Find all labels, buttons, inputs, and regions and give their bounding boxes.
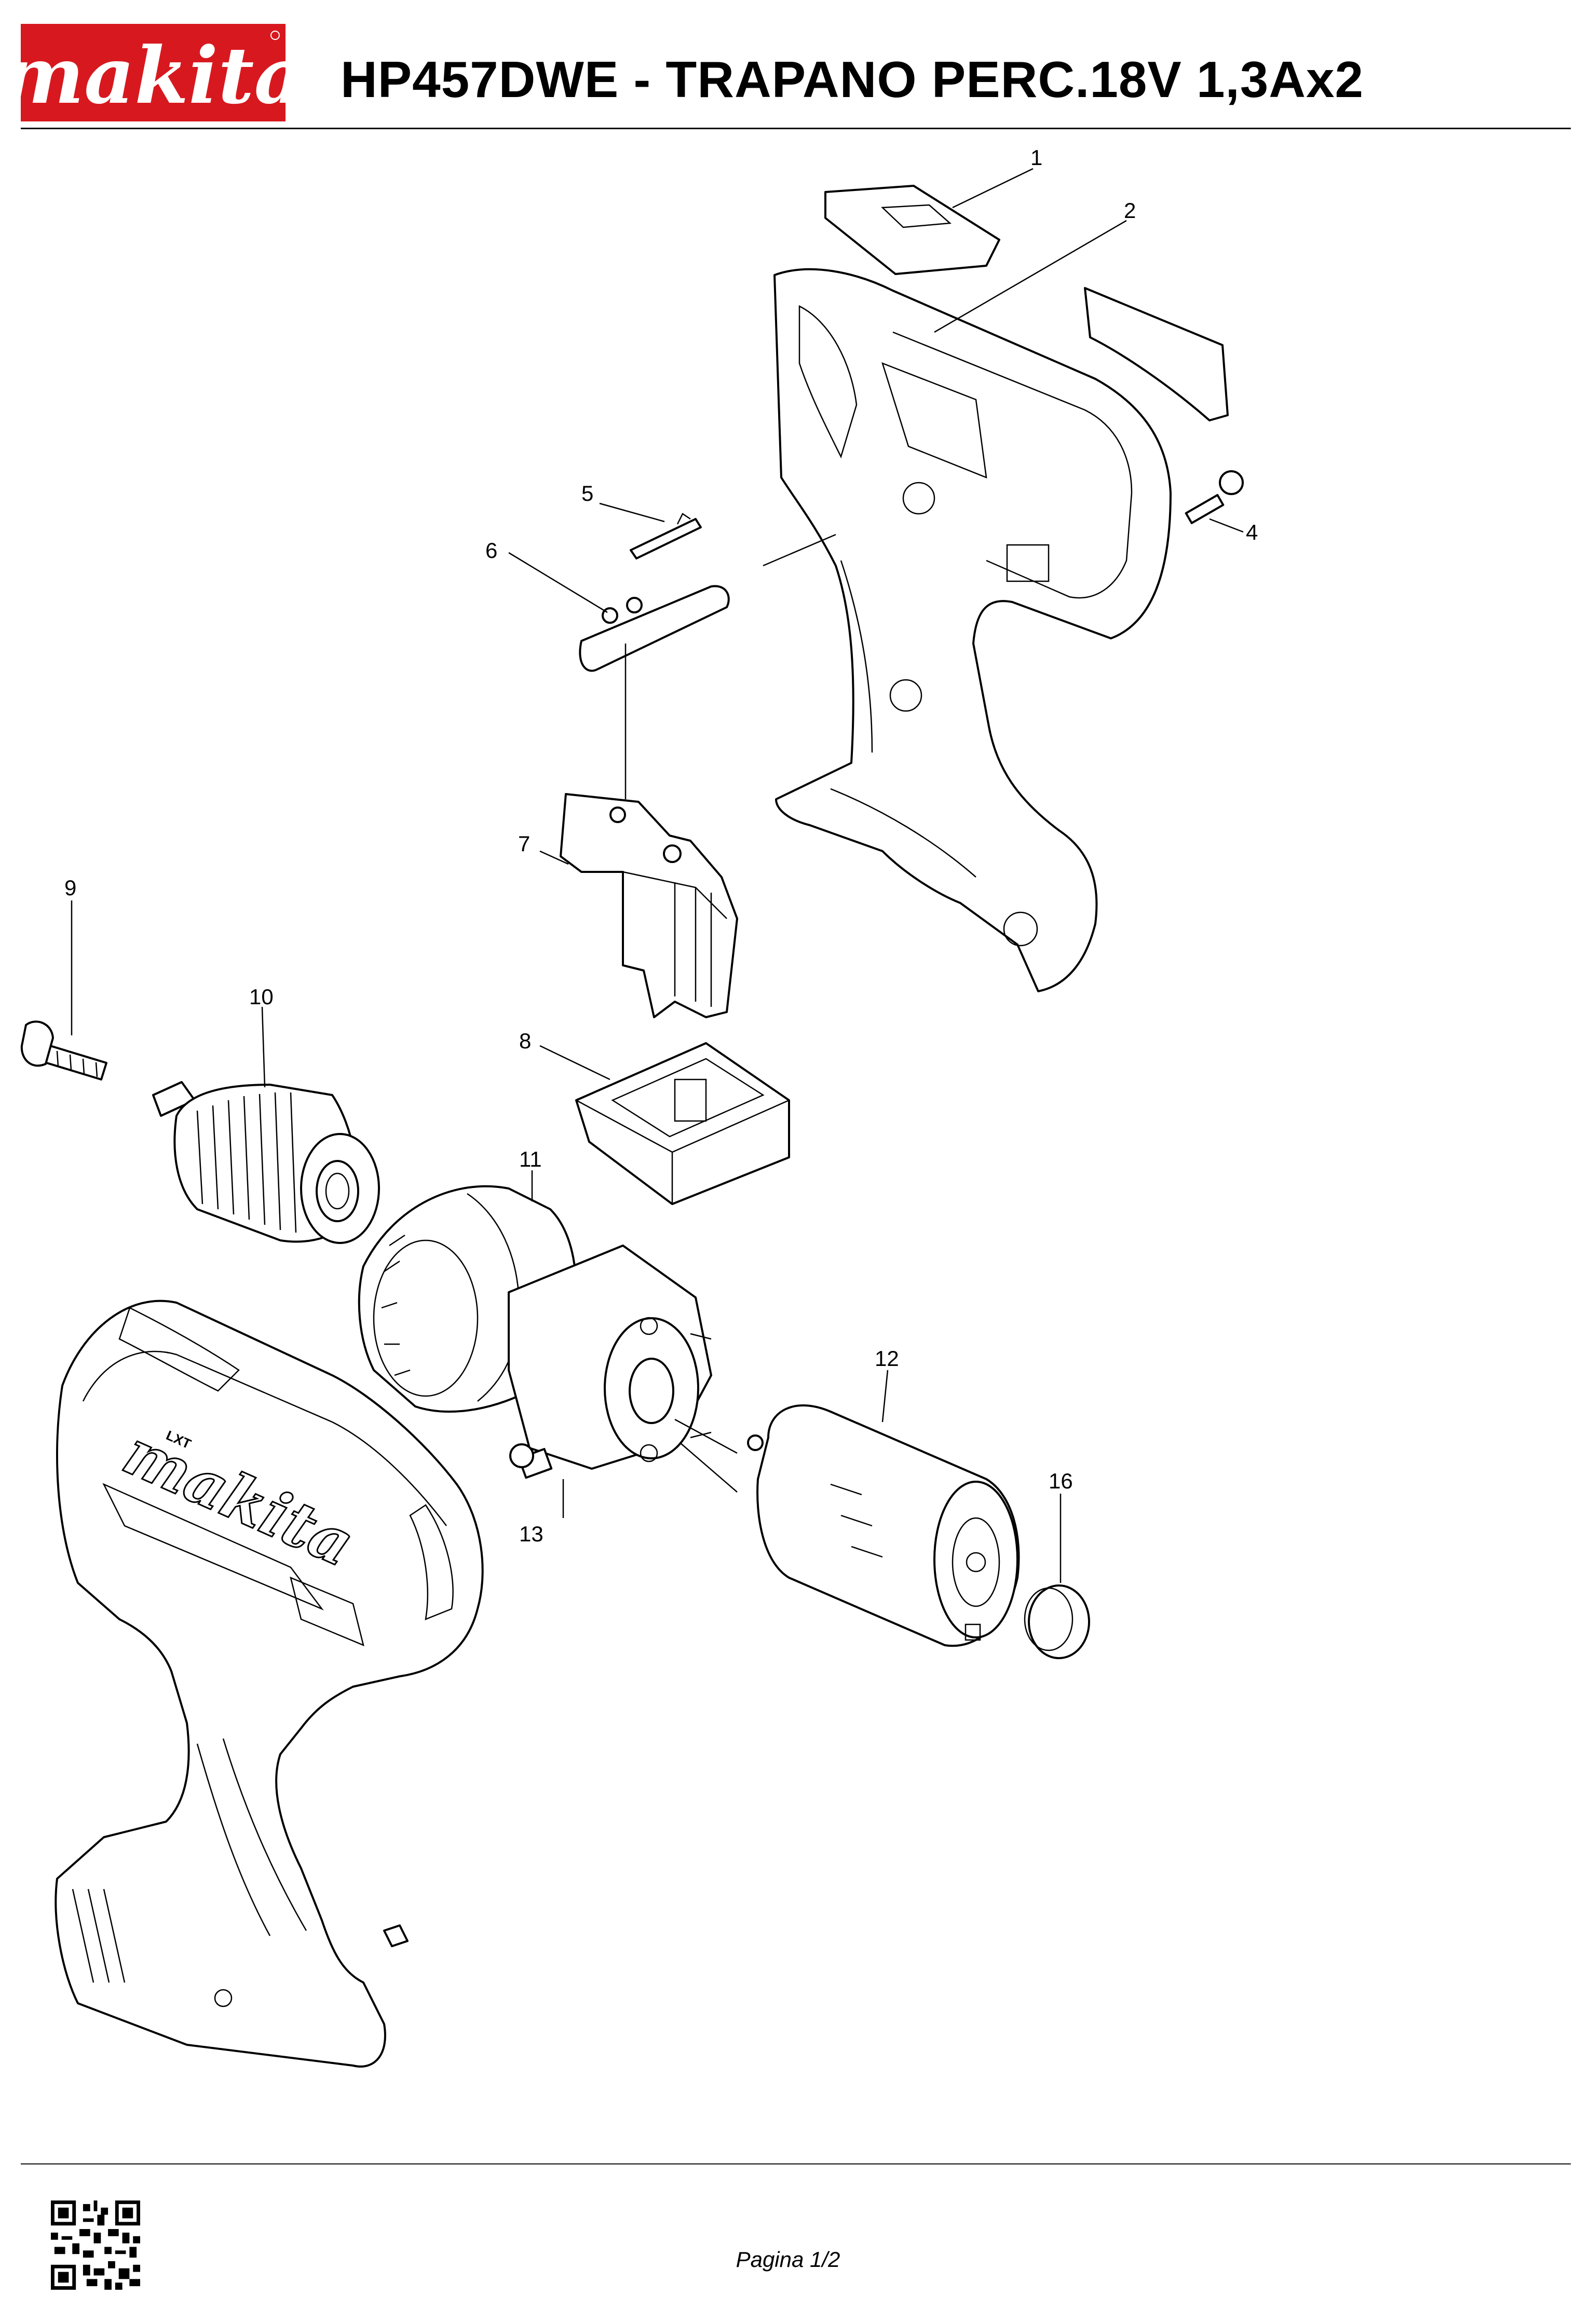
callout-11: 11 xyxy=(519,1147,542,1171)
callout-5: 5 xyxy=(581,481,593,505)
callout-4: 4 xyxy=(1246,520,1258,544)
logo-wordmark: makita xyxy=(21,30,286,121)
exploded-parts-diagram: makita LXT 1 2 4 5 6 7 8 9 10 11 12 13 1… xyxy=(20,145,1258,2068)
part-8-terminal-holder xyxy=(539,1042,790,1205)
part-13-screw xyxy=(509,1443,553,1479)
part-5-clip xyxy=(599,502,702,559)
part-4-screw xyxy=(1185,470,1244,533)
part-6-lever xyxy=(508,552,730,799)
part-12-motor xyxy=(747,1370,1020,1647)
page-title: HP457DWE - TRAPANO PERC.18V 1,3Ax2 xyxy=(341,51,1364,108)
nameplate xyxy=(1084,287,1229,421)
page-number: Pagina 1/2 xyxy=(736,2247,840,2272)
part-1-button-cap xyxy=(824,168,1034,275)
callout-6: 6 xyxy=(485,538,497,563)
callout-10: 10 xyxy=(249,985,274,1009)
header-divider xyxy=(21,128,1571,129)
callout-9: 9 xyxy=(64,876,76,900)
footer-divider xyxy=(21,2163,1571,2165)
callout-2: 2 xyxy=(1124,198,1136,223)
assembled-drill: makita LXT xyxy=(55,1300,484,2068)
part-9-chuck-screw xyxy=(20,900,107,1081)
part-10-chuck xyxy=(152,1006,380,1244)
makita-logo: makita xyxy=(21,24,286,121)
qr-code xyxy=(51,2200,140,2290)
callout-1: 1 xyxy=(1030,145,1042,170)
part-16-cap xyxy=(1024,1494,1090,1659)
part-7-switch xyxy=(539,793,738,1018)
part-2-housing xyxy=(763,220,1172,992)
callout-8: 8 xyxy=(519,1029,531,1053)
callout-7: 7 xyxy=(518,831,530,856)
callout-13: 13 xyxy=(519,1522,544,1546)
callout-12: 12 xyxy=(875,1346,899,1371)
callout-16: 16 xyxy=(1049,1469,1073,1493)
part-11-gear-housing xyxy=(358,1170,738,1518)
